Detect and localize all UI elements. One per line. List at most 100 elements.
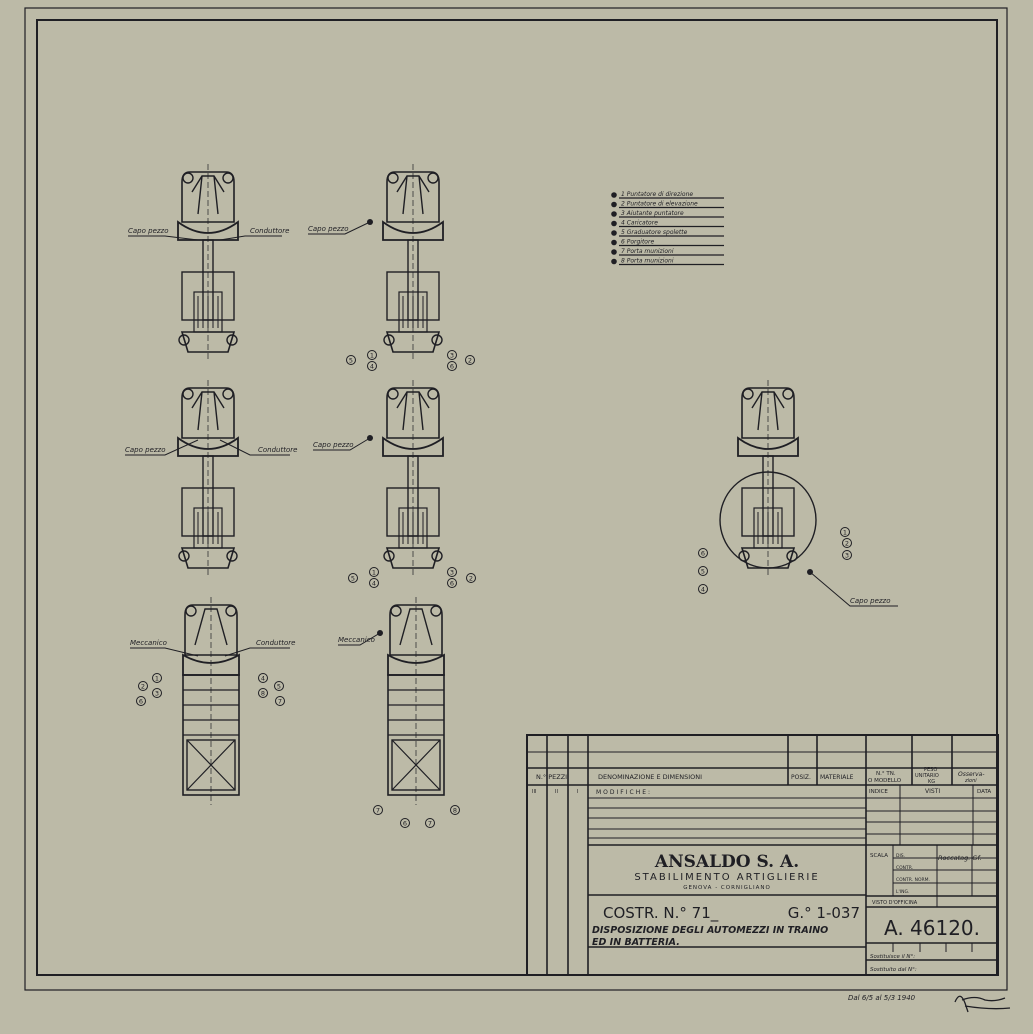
crew-marker [840,527,850,537]
crew-marker-number: 1 [843,528,847,536]
crew-marker [447,361,457,371]
header-zioni: zioni [964,778,977,784]
label-conduttore: Conduttore [250,227,289,235]
label-capo-pezzo-3: Capo pezzo [125,446,166,454]
signature-mark [954,995,1011,1013]
legend-bullet [611,201,617,208]
crew-marker-number: 1 [372,568,376,576]
crew-marker [373,805,383,815]
crew-marker-number: 1 [155,674,159,682]
crew-marker-number: 6 [403,819,407,827]
crew-marker [152,673,162,683]
crew-marker [447,567,457,577]
crew-marker-number: 5 [351,574,355,582]
vehicle-tractor-2 [382,163,444,363]
header-modifiche: MODIFICHE: [596,789,652,796]
header-osservazioni: Osserva- [958,771,985,778]
crew-marker-number: 8 [261,689,265,697]
group-number: G.° 1-037 [788,904,860,922]
legend-bullet [611,211,617,217]
crew-marker-number: 8 [453,806,457,814]
crew-marker-number: 2 [141,682,145,690]
header-visti: VISTI [925,788,940,795]
crew-marker [447,350,457,360]
crew-marker-number: 4 [372,579,376,587]
crew-marker-number: 6 [450,579,454,587]
label-capo-pezzo-4: Capo pezzo [313,441,354,449]
vehicle-truck-2 [387,596,445,806]
legend-item: 5 Graduatore spolette [621,229,688,236]
crew-marker-number: 5 [349,356,353,364]
header-posiz: POSIZ. [791,774,811,781]
gun-in-battery [719,379,817,579]
crew-marker-number: 6 [139,697,143,705]
header-col-iii: III [532,789,536,795]
crew-marker [842,538,852,548]
crew-marker-number: 3 [450,351,454,359]
crew-marker [348,573,358,583]
crew-marker [842,550,852,560]
drawing-subject-line-1: DISPOSIZIONE DEGLI AUTOMEZZI IN TRAINO [592,925,828,936]
crew-marker [152,688,162,698]
crew-marker [258,688,268,698]
legend-item: 7 Porta munizioni [621,248,674,255]
footer-date-note: Dal 6/5 al 5/3 1940 [848,994,916,1002]
crew-marker [367,350,377,360]
legend-bullet [611,239,617,246]
header-data: DATA [977,789,991,795]
sostituisce-label: Sostituisce il N°: [870,954,915,960]
vehicle-tractor-3 [177,379,239,579]
crew-marker-number: 7 [428,819,432,827]
draftsman-signature: Roccatag. Gf. [938,854,982,862]
crew-marker-number: 4 [701,585,705,593]
crew-marker [698,566,708,576]
label-capo-pezzo: Capo pezzo [128,227,169,235]
title-block: N.° PEZZI DENOMINAZIONE E DIMENSIONI POS… [526,734,999,976]
dis-label: DIS. [896,853,905,859]
crew-marker [369,567,379,577]
crew-marker-number: 4 [370,362,374,370]
construction-number: COSTR. N.° 71_ [603,904,719,923]
header-n-tn: N.° TN. [876,771,896,777]
crew-marker-number: 5 [277,682,281,690]
inner-border [36,19,998,976]
legend-bullet [611,220,617,227]
company-name: ANSALDO S. A. [654,852,799,872]
legend-item: 2 Puntatore di elevazione [621,201,698,208]
scale-label: SCALA [870,853,888,859]
legend-item: 4 Caricatore [621,220,658,227]
crew-marker [367,361,377,371]
crew-marker-number: 3 [845,551,849,559]
label-meccanico-2: Meccanico [338,636,375,644]
crew-marker [450,805,460,815]
crew-marker-number: 3 [450,568,454,576]
crew-marker-number: 2 [469,574,473,582]
crew-marker [138,681,148,691]
crew-marker-number: 5 [701,567,705,575]
crew-marker-number: 7 [376,806,380,814]
crew-marker-number: 1 [370,351,374,359]
label-meccanico: Meccanico [130,639,167,647]
legend-bullet [611,230,617,236]
header-peso: PESO [924,767,937,773]
crew-marker [698,584,708,594]
crew-marker [400,818,410,828]
header-materiale: MATERIALE [820,774,854,781]
drawing-number: A. 46120. [884,916,980,940]
company-location: GENOVA - CORNIGLIANO [683,885,771,891]
company-division: STABILIMENTO ARTIGLIERIE [634,872,819,883]
header-n-pezzi: N.° PEZZI [536,773,567,781]
crew-marker [369,578,379,588]
drawing-subject-line-2: ED IN BATTERIA. [592,937,680,948]
crew-marker-number: 6 [450,362,454,370]
crew-marker [346,355,356,365]
header-kg: KG [928,779,935,785]
crew-marker [274,681,284,691]
crew-marker [466,573,476,583]
legend-item: 3 Aiutante puntatore [621,210,684,217]
label-conduttore-2: Conduttore [258,446,297,454]
sostituito-label: Sostituito dal N°: [870,967,917,973]
